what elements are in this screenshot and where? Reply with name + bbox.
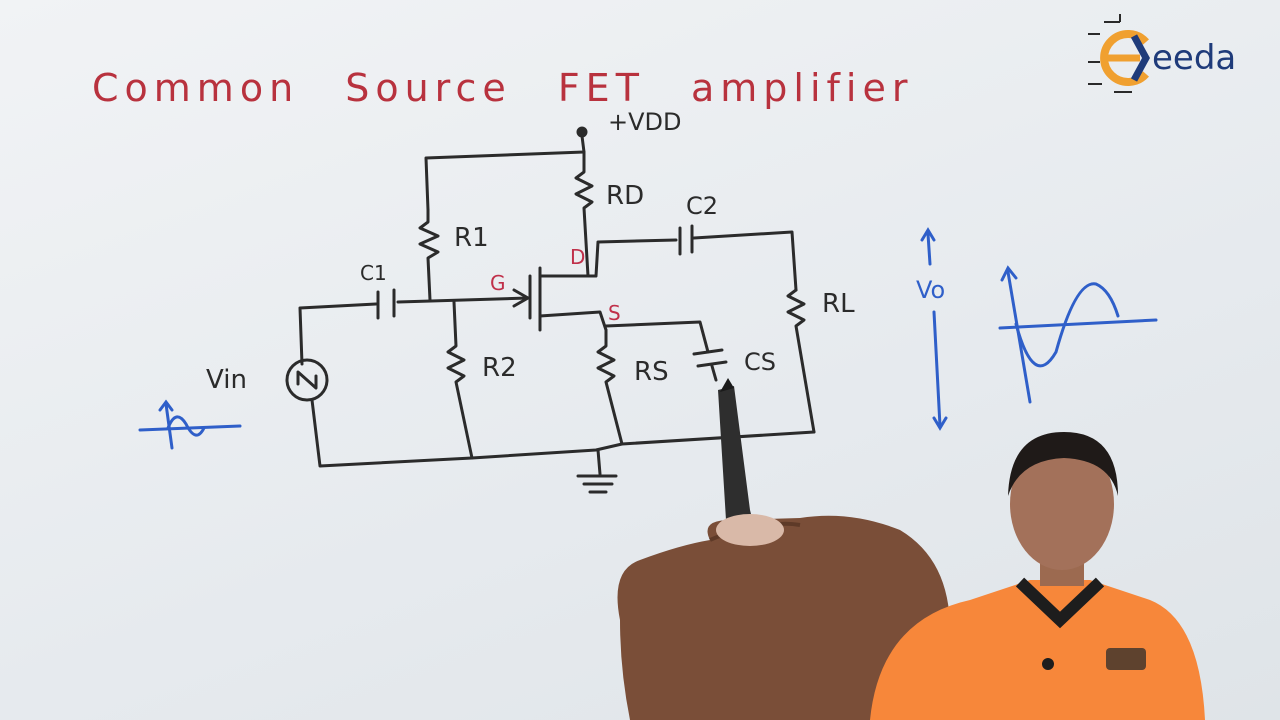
presenter <box>870 432 1205 720</box>
hand-skin <box>617 515 950 720</box>
fet-source-lead <box>538 310 608 332</box>
input-wave-axis-x <box>138 424 242 432</box>
output-wave-axis-x <box>998 318 1158 330</box>
r1-label: R1 <box>454 223 489 253</box>
cs-plate-bottom <box>696 360 728 368</box>
rd-label: RD <box>606 181 644 211</box>
gate-wire <box>396 296 530 304</box>
vin-source-wave <box>296 370 318 390</box>
source-pin-label: S <box>608 301 621 325</box>
rl-resistor <box>786 288 816 434</box>
vo-arrow-top <box>926 232 932 266</box>
gate-pin-label: G <box>490 271 506 295</box>
page-title: Common Source FET amplifier <box>92 66 914 110</box>
presenter-hair <box>1008 432 1118 496</box>
rs-resistor <box>596 328 624 446</box>
c2-output-wire <box>692 230 798 292</box>
vin-return-wire <box>310 398 474 468</box>
cs-plate-top <box>692 348 724 356</box>
vo-label: Vo <box>916 276 945 304</box>
vo-arrow-bottom <box>932 310 942 428</box>
ground-rail <box>470 430 816 460</box>
r1-resistor <box>418 208 440 302</box>
output-waveform <box>1014 282 1120 368</box>
vin-label: Vin <box>206 365 247 395</box>
drain-wire <box>586 238 678 278</box>
top-wire <box>424 134 586 212</box>
ground-stem <box>596 448 602 476</box>
vo-arrow-top-head <box>920 227 936 242</box>
cs-bottom-wire <box>710 364 718 382</box>
c1-label: C1 <box>360 261 387 285</box>
logo-text: eeda <box>1152 38 1237 78</box>
hand-with-pen <box>617 378 950 720</box>
presenter-face <box>1010 438 1114 570</box>
cs-top-wire <box>604 320 710 354</box>
rd-resistor <box>574 150 594 278</box>
rl-label: RL <box>822 289 855 319</box>
c2-label: C2 <box>686 192 718 220</box>
cs-label: CS <box>744 348 776 376</box>
drain-pin-label: D <box>570 245 585 269</box>
input-wave-arrow <box>158 399 174 412</box>
c1-input-wire <box>298 302 378 366</box>
gate-arrow <box>512 288 530 308</box>
rs-label: RS <box>634 357 669 387</box>
r2-resistor <box>446 300 474 460</box>
presenter-shirt <box>870 580 1205 720</box>
ekeeda-logo-icon <box>1088 14 1150 93</box>
input-waveform <box>166 415 206 437</box>
vo-arrow-bottom-head <box>932 416 948 431</box>
r2-label: R2 <box>482 353 517 383</box>
output-wave-arrow <box>1000 265 1018 282</box>
vin-source <box>285 358 329 402</box>
vdd-label: +VDD <box>608 108 682 136</box>
